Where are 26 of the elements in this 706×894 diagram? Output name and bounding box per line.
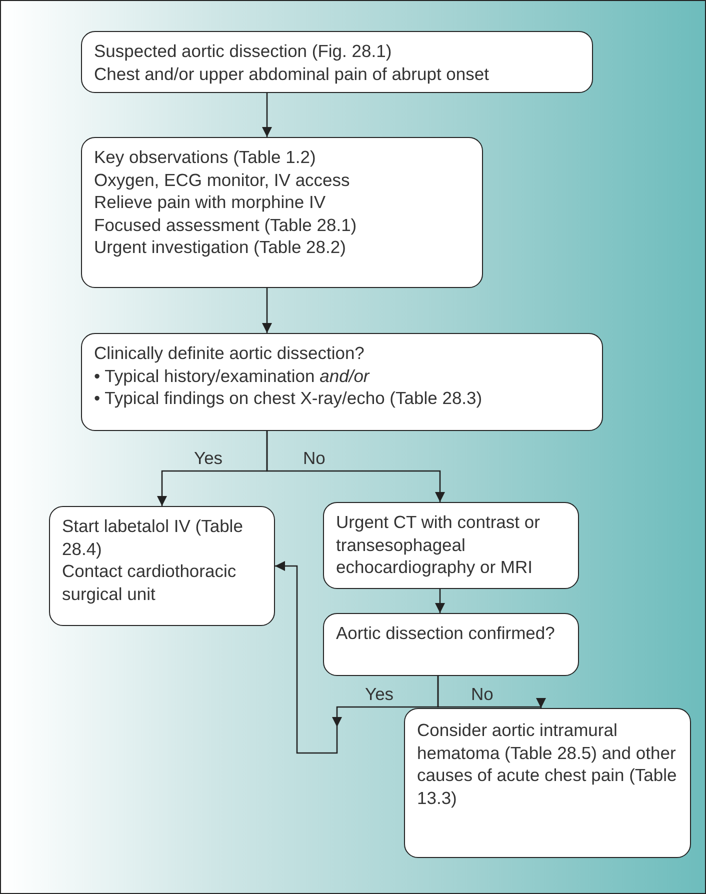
box-text: Suspected aortic dissection (Fig. 28.1) (94, 40, 393, 62)
process-box (81, 137, 483, 288)
box-text: Focused assessment (Table 28.1) (94, 214, 358, 236)
process-box (404, 708, 691, 858)
box-text: • Typical findings on chest X-ray/echo (Table 28.3) (94, 387, 484, 410)
box-text: Chest and/or upper abdominal pain of abrupt onset (94, 62, 490, 85)
box-text: Clinically definite aortic dissection? (94, 342, 366, 364)
edge-label: No (303, 448, 326, 468)
box-text: Key observations (Table 1.2) (94, 146, 317, 168)
box-text: Urgent investigation (Table 28.2) (94, 236, 347, 258)
box-text: Start labetalol IV (Table 28.4) (62, 515, 244, 560)
edge-label: Yes (194, 448, 223, 468)
box-text: • Typical history/examination and/or (94, 364, 371, 387)
process-box (323, 613, 579, 676)
box-text: Urgent CT with contrast or transesophageal echocardiography or MRI (336, 511, 541, 578)
edge-label: No (471, 684, 494, 704)
box-text: Consider aortic intramural hematoma (Table 28.5) and other causes of acute chest pain (Table 13.3) (417, 719, 678, 809)
box-text: Oxygen, ECG monitor, IV access (94, 168, 351, 191)
box-text: Contact cardiothoracic surgical unit (62, 560, 238, 605)
process-box (49, 506, 275, 626)
process-box (81, 333, 603, 431)
box-text: Relieve pain with morphine IV (94, 191, 327, 214)
edge-label: Yes (365, 684, 394, 704)
process-box (323, 502, 579, 589)
box-text: Aortic dissection confirmed? (336, 622, 556, 644)
process-box (81, 31, 593, 93)
